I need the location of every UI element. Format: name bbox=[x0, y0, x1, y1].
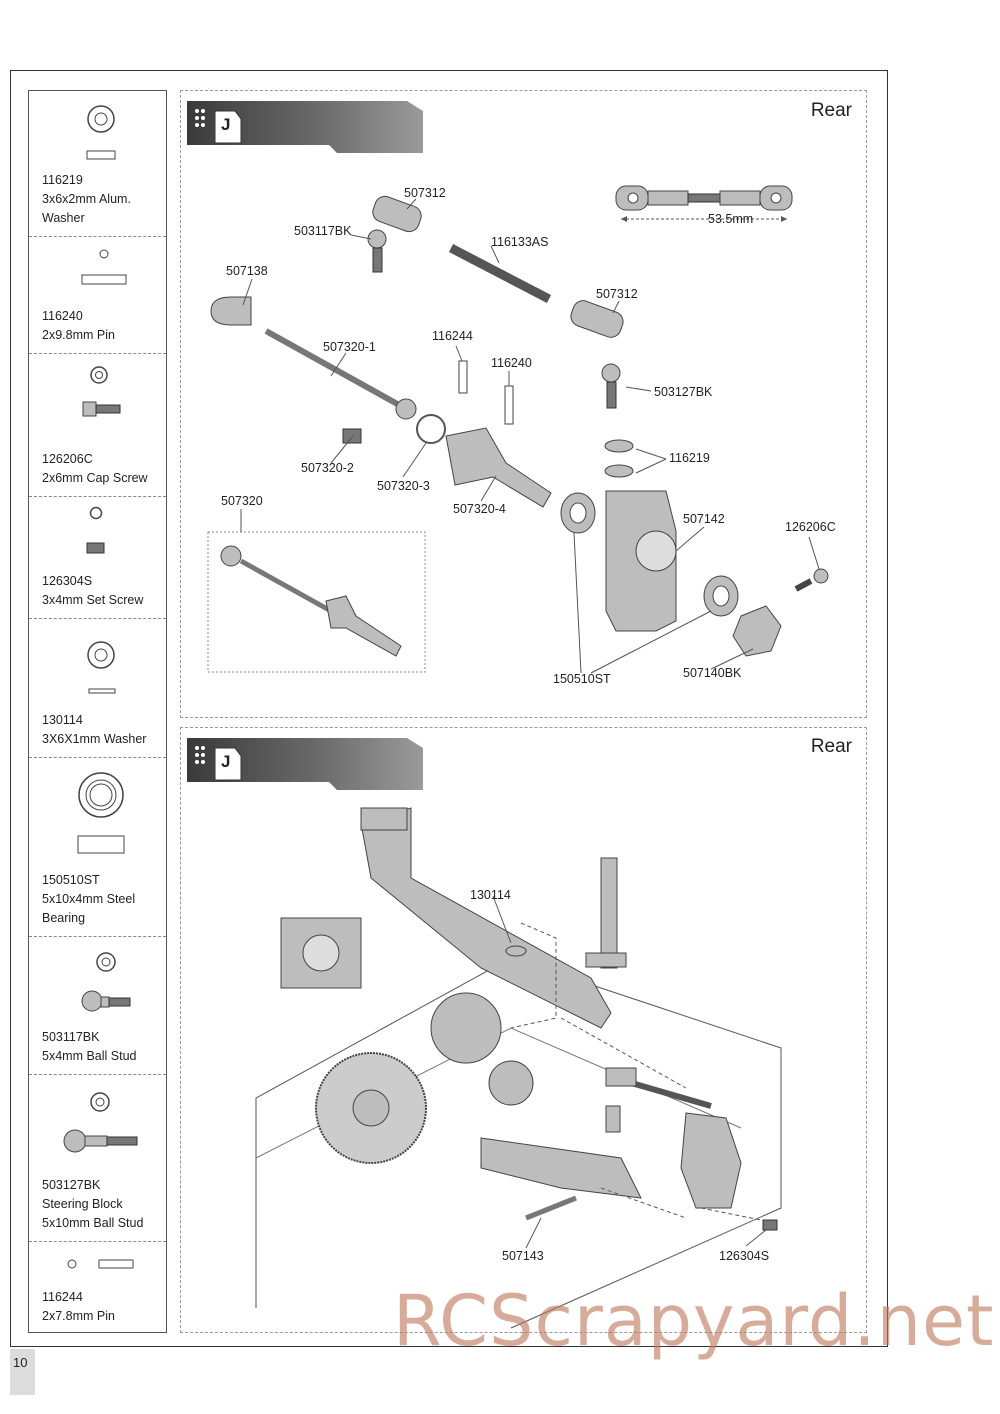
part-item-116240: 116240 2x9.8mm Pin bbox=[29, 237, 166, 354]
page-frame bbox=[10, 70, 888, 1347]
step-panel-2: J Rear bbox=[180, 727, 867, 1333]
bearing-icon bbox=[77, 772, 125, 854]
dimension-label: 53.5mm bbox=[708, 212, 754, 226]
ball-stud-icon bbox=[81, 952, 131, 1012]
callout-126304S: 126304S bbox=[719, 1249, 770, 1263]
chassis-assembly-drawing bbox=[255, 807, 782, 1329]
callout-130114: 130114 bbox=[470, 888, 511, 902]
callout-116240: 116240 bbox=[491, 356, 532, 370]
pin-icon bbox=[81, 249, 127, 285]
callout-507312-b: 507312 bbox=[596, 287, 638, 301]
step-letter: J bbox=[221, 115, 231, 134]
part-item-503127BK: 503127BK Steering Block 5x10mm Ball Stud bbox=[29, 1075, 166, 1242]
callout-507138: 507138 bbox=[226, 264, 268, 278]
part-item-126304S: 126304S 3x4mm Set Screw bbox=[29, 497, 166, 619]
part-item-116244: 116244 2x7.8mm Pin bbox=[29, 1242, 166, 1334]
callout-116244: 116244 bbox=[432, 329, 473, 343]
callout-507142: 507142 bbox=[683, 512, 725, 526]
callout-507312: 507312 bbox=[404, 186, 446, 200]
callout-507143: 507143 bbox=[502, 1249, 544, 1263]
step-letter: J bbox=[221, 752, 231, 771]
callout-503127BK: 503127BK bbox=[654, 385, 713, 399]
cap-screw-icon bbox=[82, 366, 121, 417]
callout-507320: 507320 bbox=[221, 494, 263, 508]
part-item-150510ST: 150510ST 5x10x4mm Steel Bearing bbox=[29, 758, 166, 937]
callout-507140BK: 507140BK bbox=[683, 666, 742, 680]
callout-150510ST: 150510ST bbox=[553, 672, 611, 686]
callout-126206C: 126206C bbox=[785, 520, 836, 534]
step-panel-1: J Rear bbox=[180, 90, 867, 718]
page-number-tab: 10 bbox=[10, 1349, 35, 1395]
part-item-116219: 116219 3x6x2mm Alum. Washer bbox=[29, 91, 166, 237]
callout-116219: 116219 bbox=[669, 451, 710, 465]
part-item-130114: 130114 3X6X1mm Washer bbox=[29, 619, 166, 758]
callout-507320-2: 507320-2 bbox=[301, 461, 354, 475]
pin-icon bbox=[67, 1259, 134, 1269]
washer-icon bbox=[86, 105, 116, 160]
step-banner bbox=[187, 101, 423, 153]
step-banner bbox=[187, 738, 423, 790]
callout-507320-1: 507320-1 bbox=[323, 340, 376, 354]
part-item-503117BK: 503117BK 5x4mm Ball Stud bbox=[29, 937, 166, 1075]
parts-list: 116219 3x6x2mm Alum. Washer 116240 2x9.8… bbox=[28, 90, 167, 1333]
part-item-126206C: 126206C 2x6mm Cap Screw bbox=[29, 354, 166, 497]
position-label: Rear bbox=[810, 100, 852, 121]
washer-icon bbox=[87, 641, 116, 694]
page-number: 10 bbox=[13, 1355, 28, 1370]
watermark: RCScrapyard.net bbox=[393, 1280, 995, 1362]
ball-stud-icon bbox=[63, 1092, 138, 1153]
set-screw-icon bbox=[86, 506, 105, 554]
callout-116133AS: 116133AS bbox=[491, 235, 549, 249]
exploded-assembly-drawing bbox=[207, 185, 829, 674]
callout-503117BK: 503117BK bbox=[294, 224, 352, 238]
callout-507320-4: 507320-4 bbox=[453, 502, 506, 516]
callout-507320-3: 507320-3 bbox=[377, 479, 430, 493]
position-label: Rear bbox=[810, 736, 852, 757]
turnbuckle-length-diagram bbox=[615, 185, 793, 222]
